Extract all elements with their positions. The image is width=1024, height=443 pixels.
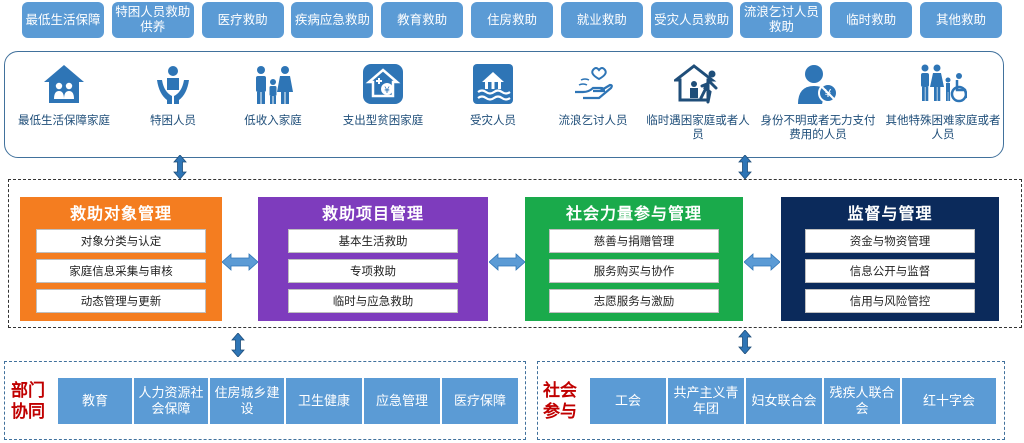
target-min-living-family: 最低生活保障家庭 xyxy=(5,52,123,157)
dept-education: 教育 xyxy=(57,377,133,425)
target-label: 支出型贫困家庭 xyxy=(342,115,424,127)
mgmt-item: 志愿服务与激励 xyxy=(549,289,719,313)
double-arrow-vertical-icon xyxy=(738,155,752,179)
target-label: 低收入家庭 xyxy=(244,115,302,127)
tag-disease-emergency: 疾病应急救助 xyxy=(291,2,374,38)
org-trade-union: 工会 xyxy=(589,377,667,425)
org-womens-federation: 妇女联合会 xyxy=(745,377,823,425)
tag-disaster: 受灾人员救助 xyxy=(650,2,733,38)
department-coordination-frame xyxy=(4,361,526,440)
mgmt-item: 对象分类与认定 xyxy=(36,229,206,253)
target-label: 其他特殊困难家庭或者人员 xyxy=(885,115,1001,141)
social-participation-title: 社会参与 xyxy=(543,381,577,421)
mgmt-title: 救助对象管理 xyxy=(69,206,172,223)
org-disabled-federation: 残疾人联合会 xyxy=(823,377,901,425)
mgmt-item: 服务购买与协作 xyxy=(549,259,719,283)
target-unidentified-persons: ¥ 身份不明或者无力支付费用的人员 xyxy=(753,52,883,157)
mgmt-item: 临时与应急救助 xyxy=(288,289,458,313)
org-red-cross: 红十字会 xyxy=(901,377,997,425)
family-home-icon xyxy=(40,60,88,108)
double-arrow-vertical-icon xyxy=(738,330,752,354)
target-extreme-poverty: 特困人员 xyxy=(123,52,223,157)
mgmt-target: 救助对象管理 对象分类与认定 家庭信息采集与审核 动态管理与更新 xyxy=(20,197,222,321)
double-arrow-vertical-icon xyxy=(231,333,245,357)
dept-human-resources: 人力资源社会保障 xyxy=(133,377,209,425)
disabled-family-icon xyxy=(919,60,967,108)
disaster-flood-icon xyxy=(469,60,517,108)
org-youth-league: 共产主义青年团 xyxy=(667,377,745,425)
double-arrow-horizontal-icon xyxy=(489,253,525,271)
tag-min-living: 最低生活保障 xyxy=(22,2,104,38)
svg-text:¥: ¥ xyxy=(384,86,390,96)
person-no-money-icon: ¥ xyxy=(794,60,842,108)
social-participation-frame xyxy=(537,361,1005,440)
tag-vagrant: 流浪乞讨人员救助 xyxy=(740,2,823,38)
mgmt-title: 救助项目管理 xyxy=(321,206,424,223)
target-expense-poverty-family: ¥ 支出型贫困家庭 xyxy=(323,52,443,157)
target-vagrants: 流浪乞讨人员 xyxy=(543,52,643,157)
tag-medical: 医疗救助 xyxy=(201,2,284,38)
double-arrow-horizontal-icon xyxy=(744,253,780,271)
double-arrow-vertical-icon xyxy=(173,155,187,179)
hands-support-icon xyxy=(149,60,197,108)
target-label: 特困人员 xyxy=(150,115,196,127)
dept-health: 卫生健康 xyxy=(285,377,363,425)
house-running-person-icon xyxy=(674,60,722,108)
double-arrow-horizontal-icon xyxy=(222,253,258,271)
tag-education: 教育救助 xyxy=(381,2,464,38)
management-frame xyxy=(8,179,1022,328)
target-label: 流浪乞讨人员 xyxy=(558,115,628,127)
mgmt-item: 信用与风险管控 xyxy=(805,289,975,313)
mgmt-title: 监督与管理 xyxy=(847,206,933,223)
target-low-income-family: 低收入家庭 xyxy=(223,52,323,157)
mgmt-social-force: 社会力量参与管理 慈善与捐赠管理 服务购买与协作 志愿服务与激励 xyxy=(525,197,743,321)
target-label: 身份不明或者无力支付费用的人员 xyxy=(760,115,876,141)
target-label: 临时遇困家庭或者人员 xyxy=(646,115,750,141)
assistance-types-row: 最低生活保障 特困人员救助供养 医疗救助 疾病应急救助 教育救助 住房救助 就业… xyxy=(22,2,1002,40)
mgmt-item: 动态管理与更新 xyxy=(36,289,206,313)
dept-emergency: 应急管理 xyxy=(363,377,441,425)
mgmt-item: 基本生活救助 xyxy=(288,229,458,253)
tag-temporary: 临时救助 xyxy=(830,2,913,38)
dept-housing: 住房城乡建设 xyxy=(209,377,285,425)
target-label: 最低生活保障家庭 xyxy=(18,115,110,127)
mgmt-project: 救助项目管理 基本生活救助 专项救助 临时与应急救助 xyxy=(258,197,488,321)
target-special-difficulty: 其他特殊困难家庭或者人员 xyxy=(883,52,1003,157)
mgmt-item: 信息公开与监督 xyxy=(805,259,975,283)
tag-extreme-poverty: 特困人员救助供养 xyxy=(111,2,194,38)
mgmt-item: 慈善与捐赠管理 xyxy=(549,229,719,253)
target-temporary-difficulty: 临时遇困家庭或者人员 xyxy=(643,52,753,157)
tag-other: 其他救助 xyxy=(919,2,1002,38)
family-people-icon xyxy=(249,60,297,108)
department-coordination-title: 部门协同 xyxy=(11,381,45,421)
target-groups-panel: 最低生活保障家庭 特困人员 低收入家庭 xyxy=(4,51,1004,158)
mgmt-item: 专项救助 xyxy=(288,259,458,283)
house-money-icon: ¥ xyxy=(359,60,407,108)
mgmt-supervision: 监督与管理 资金与物资管理 信息公开与监督 信用与风险管控 xyxy=(781,197,999,321)
tag-employment: 就业救助 xyxy=(560,2,643,38)
mgmt-title: 社会力量参与管理 xyxy=(565,206,702,223)
hand-heart-icon xyxy=(569,60,617,108)
mgmt-item: 家庭信息采集与审核 xyxy=(36,259,206,283)
tag-housing: 住房救助 xyxy=(470,2,553,38)
target-label: 受灾人员 xyxy=(470,115,516,127)
dept-medical-security: 医疗保障 xyxy=(441,377,519,425)
mgmt-item: 资金与物资管理 xyxy=(805,229,975,253)
target-disaster-victims: 受灾人员 xyxy=(443,52,543,157)
